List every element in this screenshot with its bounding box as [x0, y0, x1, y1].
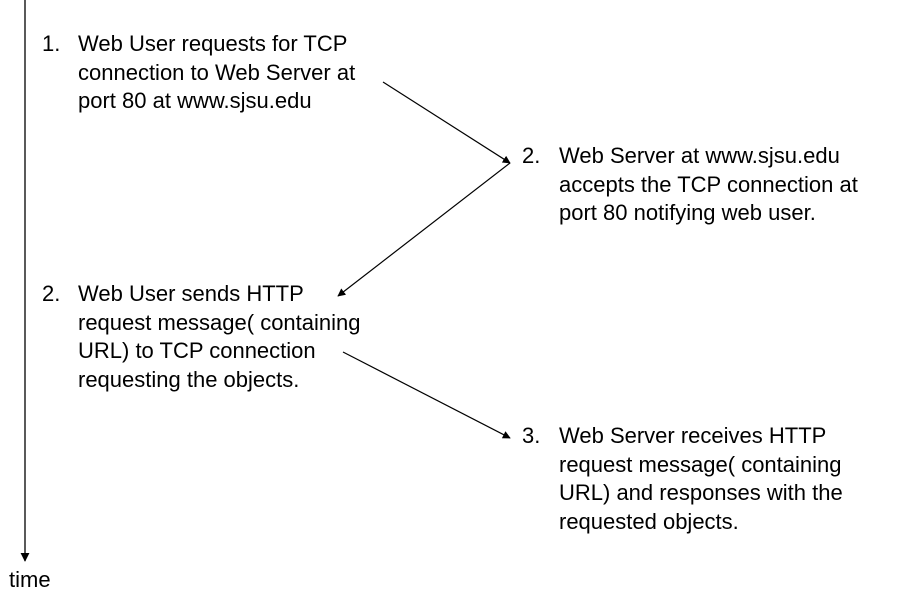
step-text-line: requested objects.: [559, 508, 739, 534]
arrow-accept-tcp: [337, 162, 511, 297]
step-text-line: connection to Web Server at: [78, 59, 356, 85]
step-text-line: Web Server at www.sjsu.edu: [559, 143, 840, 168]
step-text-line: request message( containing: [559, 451, 842, 477]
arrow-request-tcp: [382, 81, 511, 164]
step-text-line: Web Server receives HTTP: [559, 423, 827, 448]
step-number: 2.: [42, 281, 61, 306]
step-text-line: URL) to TCP connection: [78, 338, 316, 363]
step-text-line: request message( containing: [78, 309, 361, 335]
step-text-line: Web User sends HTTP: [78, 281, 304, 306]
step-number: 3.: [522, 423, 541, 448]
step-text-line: URL) and responses with the: [559, 480, 843, 505]
time-axis-label: time: [9, 567, 51, 592]
step-text-line: port 80 at www.sjsu.edu: [78, 88, 312, 113]
step-text-line: Web User requests for TCP: [78, 31, 348, 56]
arrow-send-http: [342, 351, 511, 439]
step-text-line: accepts the TCP connection at: [559, 171, 858, 197]
step-text-line: port 80 notifying web user.: [559, 200, 816, 225]
step-number: 1.: [42, 31, 61, 56]
step-number: 2.: [522, 143, 541, 168]
step-text-line: requesting the objects.: [78, 366, 300, 392]
